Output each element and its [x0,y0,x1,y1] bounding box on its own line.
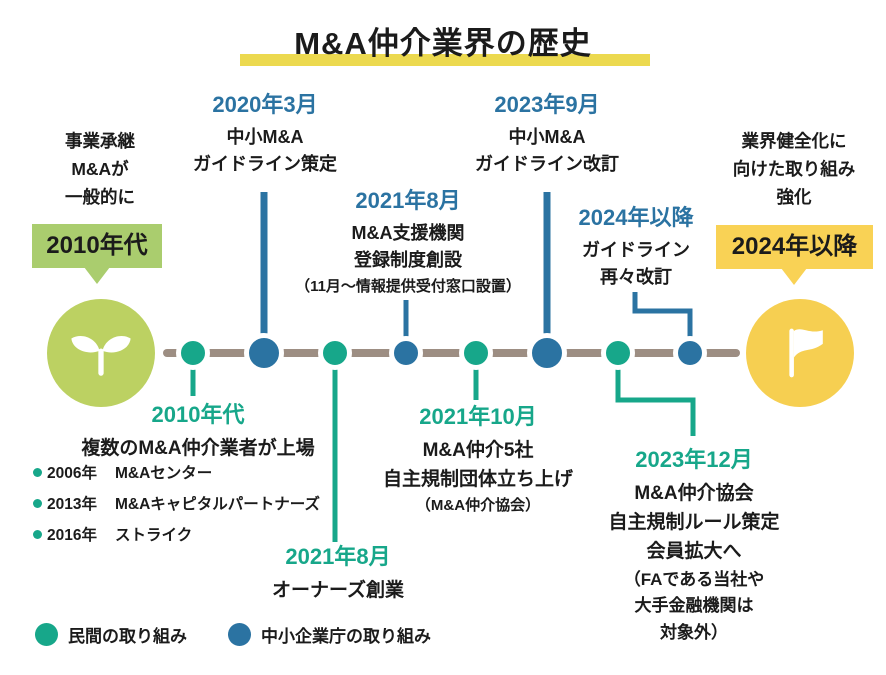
ipo-year: 2006年 [47,465,97,482]
sprout-icon [71,336,131,376]
list-item: 2016年 ストライク [33,523,320,545]
legend-gov: 中小企業庁の取り組み [228,622,431,647]
list-item: 2013年 M&Aキャピタルパートナーズ [33,492,320,514]
event-private-2010s: 2010年代 複数のM&A仲介業者が上場 [81,401,314,463]
event-note: （11月〜情報提供受付窓口設置） [295,278,521,296]
bullet-dot-icon [33,498,42,508]
legend-gov-dot-icon [228,623,251,646]
event-text: M&A仲介5社 [422,439,534,461]
legend-gov-label: 中小企業庁の取り組み [261,627,431,646]
timeline-bar [163,349,740,357]
event-gov-2020-03: 2020年3月 中小M&A ガイドライン策定 [193,91,337,179]
bullet-dot-icon [33,529,42,539]
node-private-2023-12 [601,336,635,370]
bullet-dot-icon [33,467,42,477]
event-date: 2024年以降 [578,205,694,230]
legend-private: 民間の取り組み [35,622,187,647]
event-text: 自主規制団体立ち上げ [382,469,574,491]
event-note: （FAである当社や [623,569,765,589]
left-era-line-2: M&Aが [71,159,129,179]
event-text: M&A仲介協会 [634,482,754,504]
event-text: 再々改訂 [599,267,672,288]
ipo-list: 2006年 M&Aセンター 2013年 M&Aキャピタルパートナーズ 2016年… [33,461,320,554]
right-era-circle [746,299,854,407]
right-era-description: 業界健全化に 向けた取り組み 強化 [733,127,856,211]
list-item: 2006年 M&Aセンター [33,461,320,483]
node-gov-2024 [673,336,707,370]
page-title-text: M&A仲介業界の歴史 [294,26,592,61]
event-date: 2023年9月 [494,92,600,117]
ipo-company: ストライク [115,527,193,544]
event-text: M&A支援機関 [351,222,465,243]
right-era-line-1: 業界健全化に [741,131,847,151]
flag-icon [789,328,823,378]
right-era-label: 2024年以降 [716,225,873,269]
right-era-line-3: 強化 [776,187,812,207]
left-era-circle [47,299,155,407]
event-private-2023-12: 2023年12月 M&A仲介協会 自主規制ルール策定 会員拡大へ （FAである当… [608,446,779,646]
event-text: ガイドライン策定 [193,154,337,175]
event-date: 2023年12月 [635,447,753,472]
event-gov-2024: 2024年以降 ガイドライン 再々改訂 [579,204,694,292]
left-era-line-1: 事業承継 [65,131,135,151]
event-date: 2010年代 [151,402,245,427]
event-date: 2021年8月 [355,188,461,213]
event-text: ガイドライン改訂 [475,154,619,175]
right-era-pointer [781,268,807,285]
event-text: 中小M&A [508,126,586,147]
event-text: 自主規制ルール策定 [608,512,780,534]
page-title: M&A仲介業界の歴史 [0,18,886,66]
event-text: 会員拡大へ [646,541,742,563]
event-text: オーナーズ創業 [271,579,405,601]
event-gov-2021-08: 2021年8月 M&A支援機関 登録制度創設 （11月〜情報提供受付窓口設置） [295,187,521,299]
left-era-label: 2010年代 [32,224,162,268]
legend-private-dot-icon [35,623,58,646]
node-gov-2021-08 [389,336,423,370]
event-note: 大手金融機関は [634,596,754,616]
left-era-pointer [84,267,110,284]
node-private-2021-10 [459,336,493,370]
ipo-company: M&Aキャピタルパートナーズ [115,496,321,513]
event-text: 登録制度創設 [353,250,462,271]
event-date: 2021年10月 [419,404,537,429]
event-note: 対象外） [659,622,728,642]
node-private-2021-08 [318,336,352,370]
node-gov-2020-03 [244,333,284,373]
ipo-year: 2016年 [47,527,97,544]
title-highlight-bar [240,54,650,66]
event-text: ガイドライン [581,239,690,260]
event-private-2021-10: 2021年10月 M&A仲介5社 自主規制団体立ち上げ （M&A仲介協会） [383,403,573,518]
ipo-company: M&Aセンター [115,465,213,482]
event-text: 複数のM&A仲介業者が上場 [81,437,315,459]
ipo-year: 2013年 [47,496,97,513]
left-era-description: 事業承継 M&Aが 一般的に [65,127,135,211]
event-gov-2023-09: 2023年9月 中小M&A ガイドライン改訂 [475,91,619,179]
left-era-line-3: 一般的に [65,187,135,207]
event-note: （M&A仲介協会） [415,497,541,515]
event-text: 中小M&A [226,126,304,147]
event-date: 2020年3月 [212,92,318,117]
node-private-2010s [176,336,210,370]
right-era-line-2: 向けた取り組み [732,159,856,179]
event-date: 2021年8月 [285,544,391,569]
event-private-2021-08: 2021年8月 オーナーズ創業 [272,543,404,605]
legend-private-label: 民間の取り組み [68,627,187,646]
node-gov-2023-09 [527,333,567,373]
